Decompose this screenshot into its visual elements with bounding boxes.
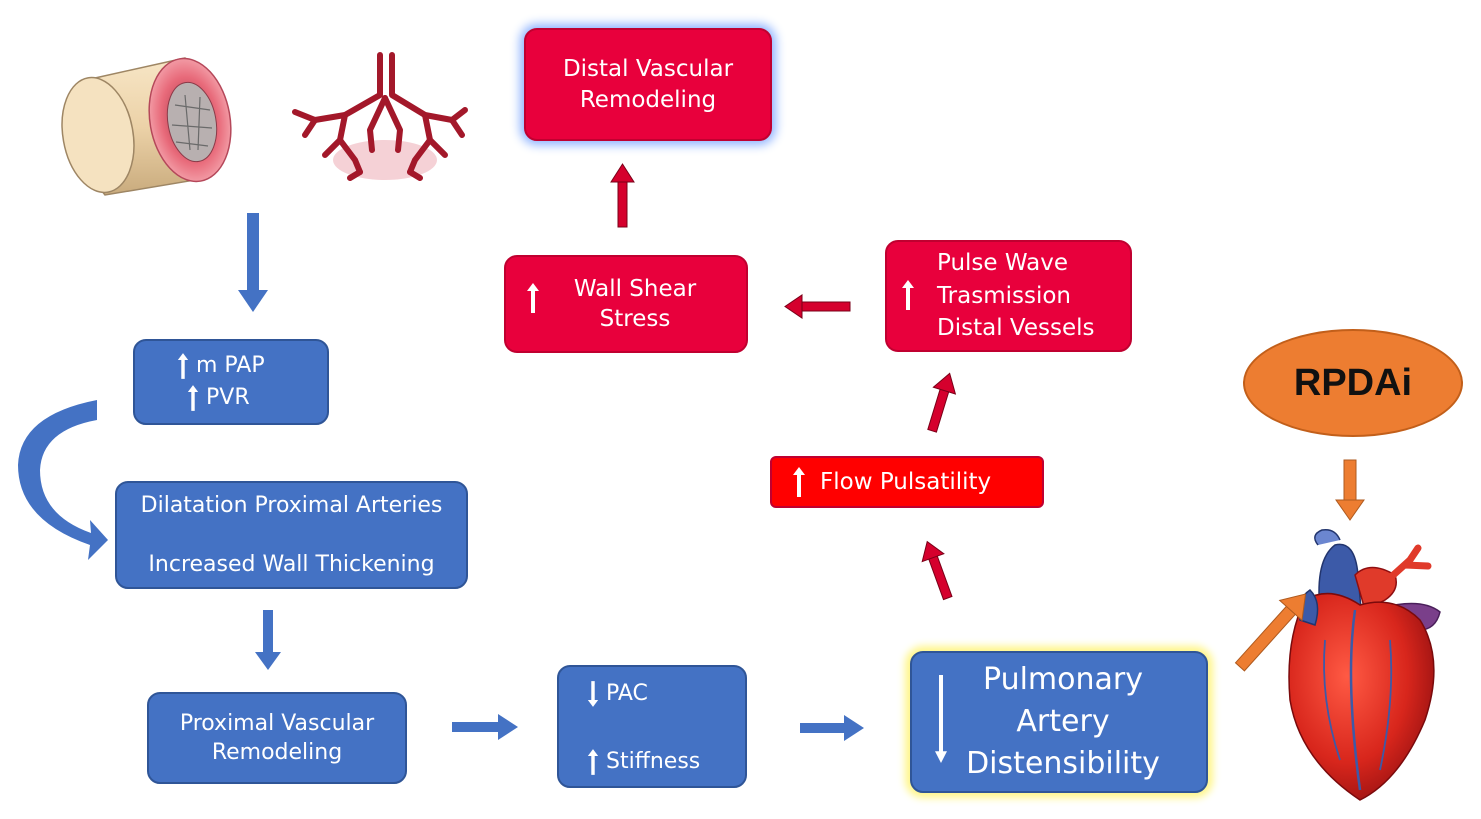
- distensibility-line-2: Artery: [1016, 704, 1110, 739]
- rpdai-ellipse: RPDAi: [1243, 329, 1463, 437]
- arrow-curve-to-dilatation: [18, 400, 108, 560]
- flow-pulsatility-box: Flow Pulsatility: [770, 456, 1044, 508]
- pulse-wave-line-3: Distal Vessels: [937, 315, 1095, 342]
- arrow-down-icon: [935, 675, 947, 763]
- arrow-up-icon: [902, 280, 914, 310]
- arrow-down-icon: [587, 681, 599, 707]
- arrow-down-to-mpap: [238, 213, 268, 312]
- distal-vascular-remodeling-box: Distal Vascular Remodeling: [524, 28, 772, 141]
- arrow-orange-rpdai-down: [1335, 459, 1365, 521]
- distensibility-line-3: Distensibility: [966, 746, 1160, 781]
- arrow-up-to-flow-pulsatility: [921, 540, 953, 601]
- arrow-up-icon: [527, 283, 539, 313]
- mpap-line: m PAP: [177, 350, 265, 382]
- rpdai-label: RPDAi: [1293, 361, 1413, 404]
- distal-remodeling-line-2: Remodeling: [579, 86, 717, 113]
- mpap-label: m PAP: [196, 353, 265, 379]
- dilatation-box: Dilatation Proximal Arteries Increased W…: [115, 481, 468, 589]
- dilatation-line-2: Increased Wall Thickening: [148, 551, 435, 577]
- arrow-left-to-wall-shear: [784, 294, 851, 319]
- pac-stiffness-box: PAC Stiffness: [557, 665, 747, 788]
- arrow-up-icon: [177, 353, 189, 379]
- proximal-remodeling-line-1: Proximal Vascular: [179, 710, 375, 736]
- wall-shear-line-1: Wall Shear: [573, 275, 697, 302]
- arrow-up-icon: [587, 749, 599, 775]
- pac-label: PAC: [606, 680, 648, 706]
- pulse-wave-box: Pulse Wave Trasmission Distal Vessels: [885, 240, 1132, 352]
- pulmonary-artery-distensibility-box: Pulmonary Artery Distensibility: [910, 651, 1208, 793]
- pulse-wave-line-1: Pulse Wave: [937, 250, 1069, 277]
- distensibility-line-1: Pulmonary: [983, 662, 1143, 697]
- stiffness-label: Stiffness: [606, 748, 701, 774]
- arrow-right-to-distensibility: [800, 715, 864, 741]
- arrow-up-to-distal-remodeling: [610, 163, 635, 228]
- arrow-up-icon: [793, 467, 805, 497]
- distal-remodeling-line-1: Distal Vascular: [562, 56, 734, 83]
- arrow-up-icon: [187, 385, 199, 411]
- arrow-up-to-pulse-wave: [927, 372, 957, 433]
- flow-pulsatility-label: Flow Pulsatility: [820, 468, 992, 495]
- pvr-line: PVR: [177, 382, 265, 414]
- dilatation-line-1: Dilatation Proximal Arteries: [140, 493, 443, 518]
- stiffness-line: Stiffness: [587, 747, 700, 776]
- proximal-remodeling-line-2: Remodeling: [211, 740, 343, 765]
- pulse-wave-line-2: Trasmission: [937, 282, 1072, 309]
- arrow-orange-to-heart: [1234, 593, 1307, 672]
- wall-shear-stress-box: Wall Shear Stress: [504, 255, 748, 353]
- wall-shear-line-2: Stress: [599, 306, 671, 332]
- pvr-label: PVR: [206, 385, 250, 410]
- arrow-right-to-pac: [452, 714, 518, 740]
- arrow-down-to-proximal-remodeling: [255, 610, 281, 670]
- mpap-pvr-box: m PAP PVR: [133, 339, 329, 425]
- pac-line: PAC: [587, 677, 700, 711]
- proximal-vascular-remodeling-box: Proximal Vascular Remodeling: [147, 692, 407, 784]
